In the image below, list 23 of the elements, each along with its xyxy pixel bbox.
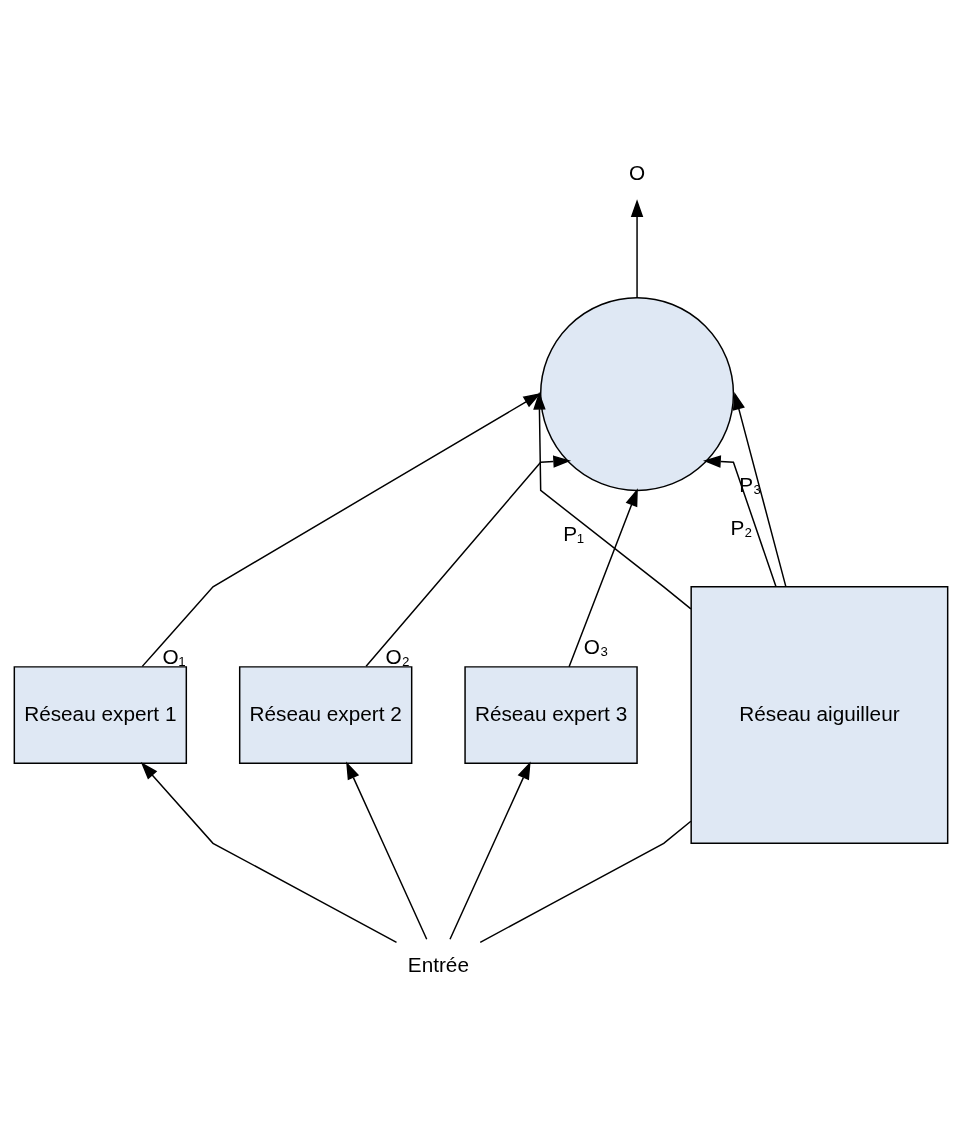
node-box: Réseau expert 1 xyxy=(13,666,188,764)
node-circle xyxy=(539,296,735,492)
arrow xyxy=(346,761,428,940)
node-text: O xyxy=(628,161,646,185)
arrow xyxy=(533,391,692,610)
edge-label: O₂ xyxy=(385,644,410,668)
node-text: Entrée xyxy=(407,952,469,976)
edge-label: O₁ xyxy=(162,645,186,669)
arrow xyxy=(140,762,398,944)
arrow xyxy=(449,761,531,940)
arrow xyxy=(703,455,777,588)
node-box: Réseau expert 3 xyxy=(464,666,638,764)
node-box: Réseau aiguilleur xyxy=(690,586,949,845)
connector xyxy=(479,820,692,944)
arrow xyxy=(141,392,542,668)
arrow xyxy=(365,455,572,668)
edge-label: O₃ xyxy=(583,635,609,659)
edge-label: P₁ xyxy=(563,521,584,545)
arrow xyxy=(732,391,787,588)
edge-label: P₂ xyxy=(730,515,753,539)
arrow xyxy=(630,199,644,299)
node-box: Réseau expert 2 xyxy=(238,666,413,764)
arrow xyxy=(568,488,638,668)
